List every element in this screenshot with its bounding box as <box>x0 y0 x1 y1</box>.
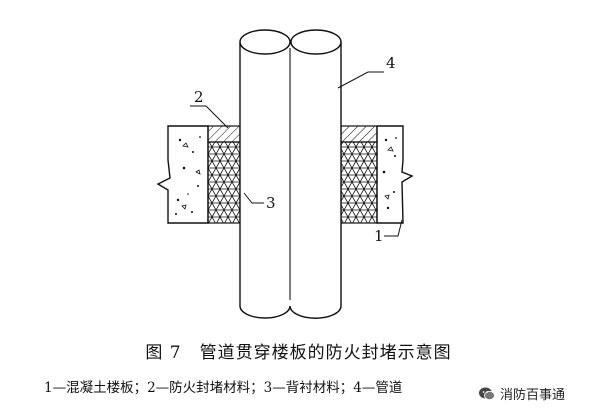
concrete-slab-left <box>156 125 209 224</box>
figure-caption: 图 7 管道贯穿楼板的防火封堵示意图 <box>145 343 452 363</box>
callout-2: 2 <box>194 88 204 106</box>
callout-1: 1 <box>374 227 384 245</box>
watermark: 消防百事通 <box>478 384 565 403</box>
fire-seal-right <box>340 125 378 143</box>
callout-3: 3 <box>266 194 276 212</box>
wechat-logo-icon <box>479 387 495 400</box>
callout-4: 4 <box>386 54 396 72</box>
pipe <box>239 29 342 319</box>
concrete-slab-right <box>376 125 414 224</box>
pipe-penetration-diagram: 2 3 4 1 <box>156 29 414 319</box>
fire-seal-left <box>207 125 241 143</box>
watermark-text: 消防百事通 <box>500 388 566 403</box>
backing-material-left <box>207 141 241 224</box>
leader-lines <box>190 71 403 237</box>
figure-legend: 1—混凝土楼板；2—防火封堵材料；3—背衬材料；4—管道 <box>44 380 403 396</box>
backing-material-right <box>340 141 378 224</box>
